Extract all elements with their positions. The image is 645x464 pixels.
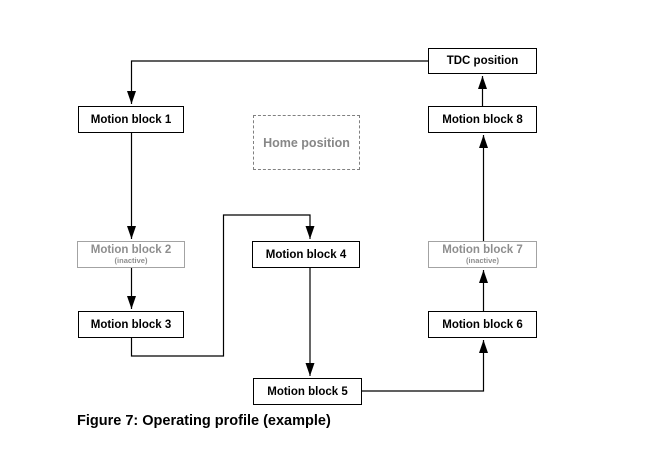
edge-tdc-to-block1	[127, 60, 428, 104]
node-motion-block-8: Motion block 8	[428, 106, 537, 133]
node-label: Motion block 4	[265, 248, 347, 261]
node-motion-block-1: Motion block 1	[78, 106, 184, 133]
node-label: Motion block 6	[442, 318, 523, 331]
node-home-position: Home position	[253, 115, 360, 170]
node-sublabel: (inactive)	[466, 256, 499, 265]
node-motion-block-3: Motion block 3	[78, 311, 184, 338]
node-label: Motion block 8	[442, 113, 523, 126]
node-tdc-position: TDC position	[428, 48, 537, 74]
edge-block3-to-block4	[130, 214, 315, 357]
node-label: Motion block 3	[90, 318, 172, 331]
node-motion-block-5: Motion block 5	[253, 378, 362, 405]
node-motion-block-7: Motion block 7 (inactive)	[428, 241, 537, 268]
node-motion-block-6: Motion block 6	[428, 311, 537, 338]
node-label: Motion block 2	[90, 244, 172, 256]
node-label: Motion block 7	[442, 244, 523, 256]
node-motion-block-4: Motion block 4	[252, 241, 360, 268]
node-label: TDC position	[446, 55, 519, 67]
node-motion-block-2: Motion block 2 (inactive)	[77, 241, 185, 268]
figure-caption: Figure 7: Operating profile (example)	[77, 413, 331, 429]
edge-block5-to-block6	[362, 340, 488, 392]
node-label: Motion block 1	[90, 113, 172, 126]
node-sublabel: (inactive)	[114, 256, 148, 265]
node-label: Motion block 5	[267, 385, 348, 398]
node-label: Home position	[263, 135, 350, 150]
